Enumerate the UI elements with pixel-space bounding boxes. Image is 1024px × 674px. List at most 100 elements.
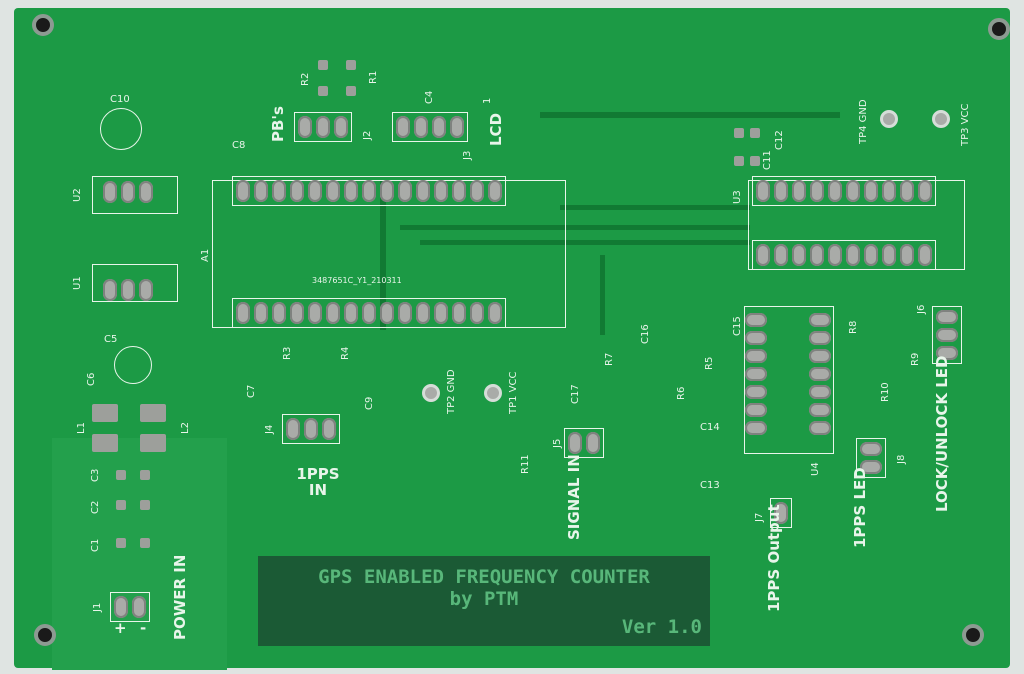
ref-C6: C6 — [86, 372, 97, 386]
pin-pad — [488, 302, 502, 324]
ref-J5: J5 — [552, 438, 563, 448]
inductor-L1 — [92, 434, 118, 452]
j7-1pps-output-connector — [770, 498, 792, 528]
pin-pad — [452, 180, 466, 202]
cap-pad — [140, 538, 150, 548]
j8-1pps-led-connector — [856, 438, 886, 478]
ref-J6: J6 — [916, 304, 927, 314]
ref-R10: R10 — [880, 382, 891, 402]
ref-C14: C14 — [700, 422, 720, 433]
pin-pad — [809, 403, 831, 417]
pin-pad — [745, 367, 767, 381]
testpoint-tp3[interactable] — [932, 110, 950, 128]
pin-pad — [792, 180, 806, 202]
pin-pad — [936, 346, 958, 360]
pin-pad — [326, 302, 340, 324]
ref-R11: R11 — [520, 454, 531, 474]
ref-R5: R5 — [704, 356, 715, 370]
pin-pad — [846, 244, 860, 266]
ref-C10: C10 — [110, 94, 130, 105]
pin-pad — [864, 244, 878, 266]
pin-pad — [139, 181, 153, 203]
c5-outline — [114, 346, 152, 384]
u2-outline — [92, 176, 178, 214]
pin-pad — [860, 442, 882, 456]
u1-outline — [92, 264, 178, 302]
pin-pad — [882, 244, 896, 266]
pin-pad — [745, 313, 767, 327]
trace — [400, 225, 750, 230]
resistor-pad — [346, 86, 356, 96]
ref-U3: U3 — [732, 190, 743, 204]
ref-A1: A1 — [200, 248, 211, 262]
j5-signal-in-connector — [564, 428, 604, 458]
pin-pad — [254, 302, 268, 324]
pin-pad — [380, 180, 394, 202]
ref-R2: R2 — [300, 72, 311, 86]
ref-R6: R6 — [676, 386, 687, 400]
pin-pad — [114, 596, 128, 618]
cap-pad — [116, 538, 126, 548]
pin-pad — [900, 180, 914, 202]
pin-pad — [470, 302, 484, 324]
pin-pad — [452, 302, 466, 324]
ref-R3: R3 — [282, 346, 293, 360]
ref-C2: C2 — [90, 500, 101, 514]
pin-pad — [103, 181, 117, 203]
pin-pad — [139, 279, 153, 301]
ref-C5: C5 — [104, 334, 118, 345]
u3-header-bottom — [752, 240, 936, 270]
pin-pad — [882, 180, 896, 202]
pin-pad — [450, 116, 464, 138]
title-block: GPS ENABLED FREQUENCY COUNTER by PTM Ver… — [258, 556, 710, 646]
pin-pad — [809, 313, 831, 327]
ref-J2: J2 — [362, 130, 373, 140]
pin-pad — [236, 302, 250, 324]
lcd-label: LCD — [487, 112, 505, 146]
pin-pad — [745, 331, 767, 345]
cap-pad — [116, 470, 126, 480]
pin-pad — [290, 302, 304, 324]
signal-in-label: SIGNAL IN — [565, 454, 583, 540]
testpoint-tp4[interactable] — [880, 110, 898, 128]
pin-pad — [860, 460, 882, 474]
pin-pad — [362, 180, 376, 202]
trace — [560, 205, 750, 210]
version-label: Ver 1.0 — [621, 616, 702, 638]
tp2-label: TP2 GND — [446, 369, 457, 414]
ref-J7: J7 — [754, 512, 765, 522]
pin-pad — [828, 244, 842, 266]
ref-R7: R7 — [604, 352, 615, 366]
pin-pad — [132, 596, 146, 618]
pin-pad — [745, 349, 767, 363]
pin-pad — [414, 116, 428, 138]
ground-pour — [52, 438, 227, 670]
mounting-hole — [34, 624, 56, 646]
resistor-pad — [318, 60, 328, 70]
pin-pad — [864, 180, 878, 202]
ref-C7: C7 — [246, 384, 257, 398]
pin-pad — [810, 180, 824, 202]
pin-pad — [809, 367, 831, 381]
testpoint-tp2[interactable] — [422, 384, 440, 402]
pin-pad — [809, 331, 831, 345]
pin-pad — [286, 418, 300, 440]
ref-C17: C17 — [570, 384, 581, 404]
cap-pad — [140, 470, 150, 480]
pin-pad — [362, 302, 376, 324]
testpoint-tp1[interactable] — [484, 384, 502, 402]
pin-pad — [918, 244, 932, 266]
mounting-hole — [962, 624, 984, 646]
pin-pad — [745, 385, 767, 399]
ref-U4: U4 — [810, 462, 821, 476]
pin-pad — [810, 244, 824, 266]
trace — [540, 112, 840, 118]
title-line2: by PTM — [449, 588, 519, 610]
inductor-L1 — [92, 404, 118, 422]
j2-pushbuttons-connector — [294, 112, 352, 142]
trace — [380, 180, 386, 330]
pin-pad — [398, 302, 412, 324]
ref-R4: R4 — [340, 346, 351, 360]
u4-pins-left — [742, 310, 770, 438]
c10-outline — [100, 108, 142, 150]
